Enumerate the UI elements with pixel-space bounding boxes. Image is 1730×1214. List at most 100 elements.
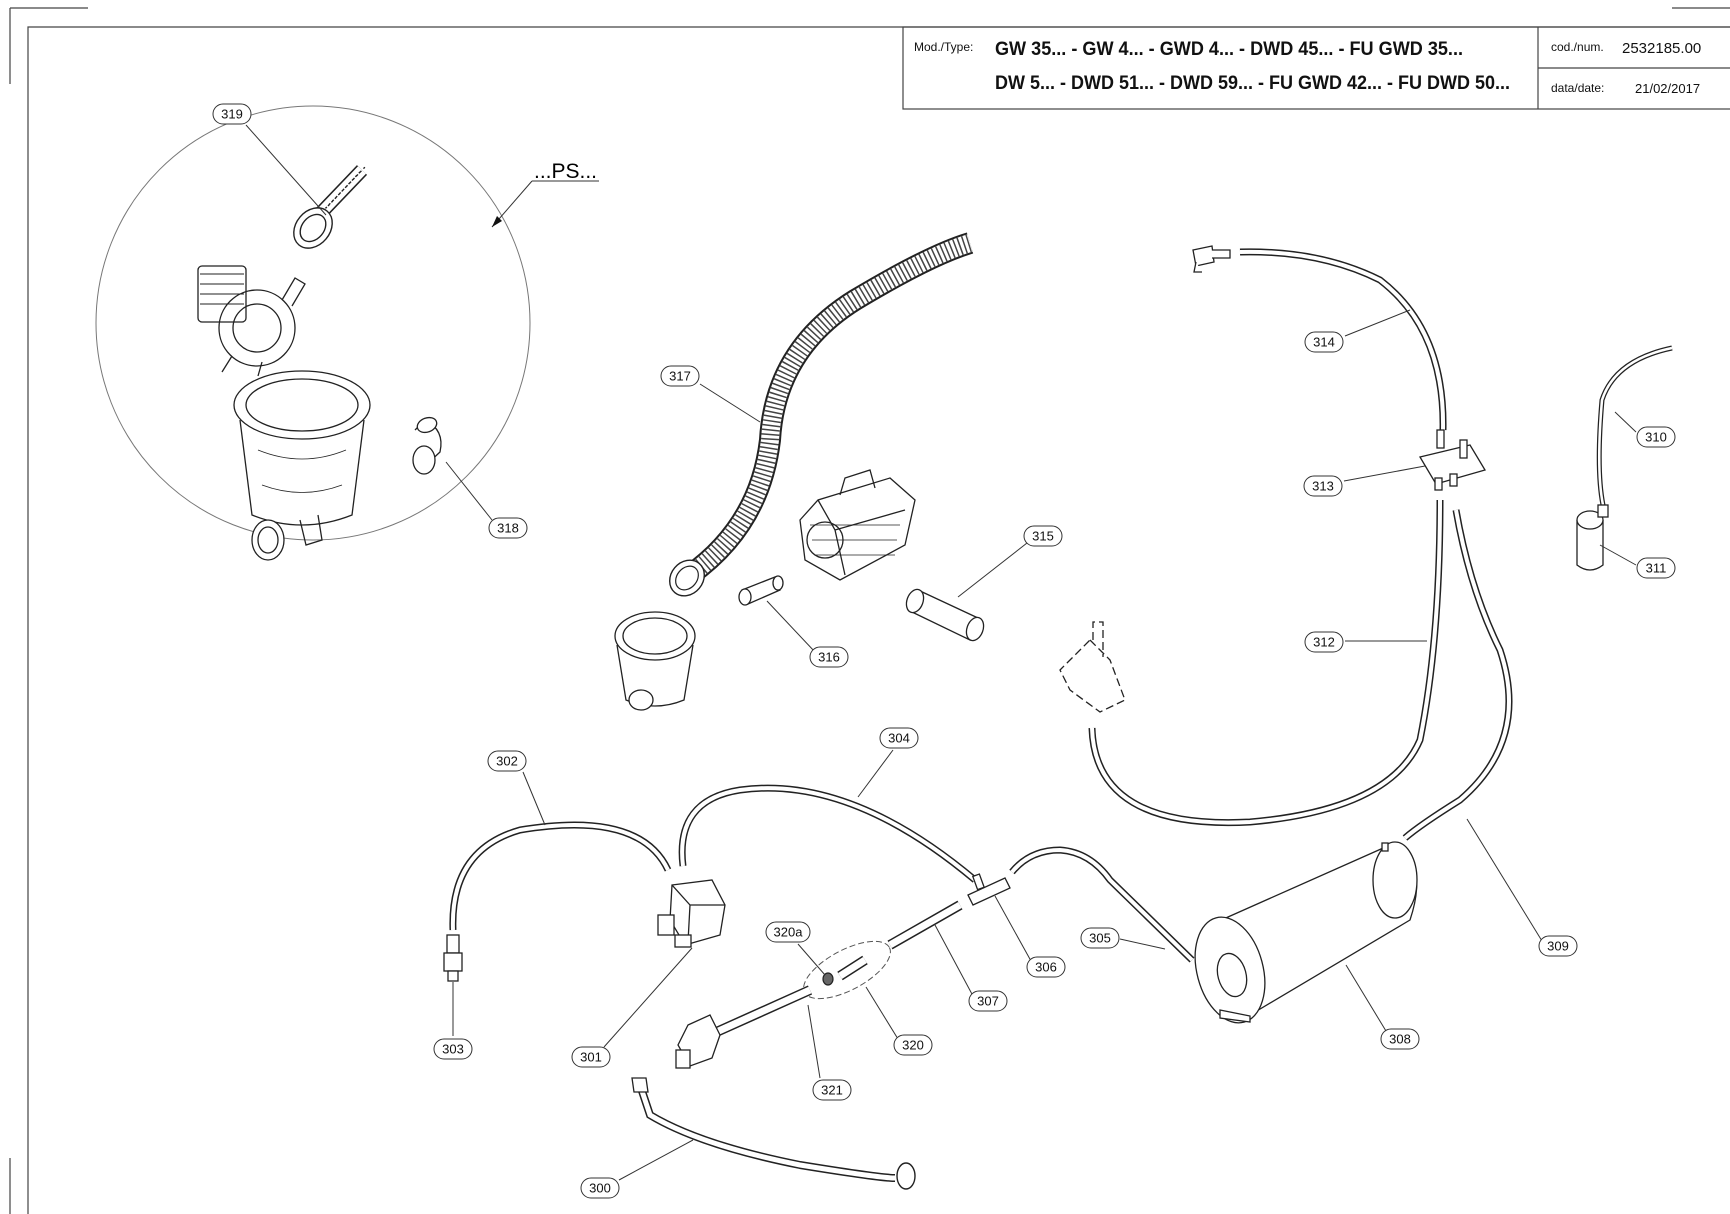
callout-313: 313 [1303,465,1426,497]
part-306-connector [967,873,1011,906]
leader-line [994,895,1032,962]
leader-line [618,1139,694,1181]
callout-310: 310 [1614,411,1676,448]
part-312-hose [1088,499,1444,827]
callout-304: 304 [857,727,919,798]
part-310-hose [1596,345,1673,506]
callout-bubble [571,1046,611,1068]
code-label: cod./num. [1551,40,1604,54]
leader-line [857,749,894,798]
callout-bubble [1023,525,1063,547]
callout-number: 302 [496,754,518,769]
part-300-inlet-hose [631,1077,916,1190]
callout-301: 301 [571,947,693,1068]
leader-line [1343,465,1426,482]
leader-line [957,542,1028,598]
leader-line [797,943,826,976]
callout-number: 307 [977,994,999,1009]
callout-number: 318 [497,521,519,536]
date-label: data/date: [1551,81,1604,95]
callout-318: 318 [445,461,528,539]
callout-number: 313 [1312,479,1334,494]
callout-bubble [433,1038,473,1060]
part-305-hose [1009,846,1195,963]
callout-number: 320 [902,1038,924,1053]
callout-bubble [1080,927,1120,949]
title-block: Mod./Type: GW 35... - GW 4... - GWD 4...… [902,26,1730,110]
detail-view-label: ...PS... [534,160,597,183]
part-302-hose [449,821,672,931]
callout-number: 308 [1389,1032,1411,1047]
callout-number: 315 [1032,529,1054,544]
part-inlet-valve [675,1014,721,1069]
leader-line [934,924,974,997]
leader-line [445,461,493,521]
part-valve-outline-dashed [1059,621,1126,713]
callout-number: 311 [1646,561,1667,576]
callout-302: 302 [487,750,546,826]
part-filter-housing-detail [233,370,371,561]
callout-number: 309 [1547,939,1569,954]
part-drain-pump-detail [197,265,306,377]
part-311-air-trap [1576,504,1609,571]
callout-308: 308 [1345,964,1420,1050]
callout-bubble [1380,1028,1420,1050]
leader-line [1614,411,1637,433]
callout-bubble [1636,426,1676,448]
callout-number: 304 [888,731,910,746]
mod-type-label: Mod./Type: [914,40,973,54]
sheet-frame [9,7,1730,1214]
callout-bubble [1636,557,1676,579]
callout-bubble [879,727,919,749]
part-307-tube [887,900,963,950]
callout-number: 319 [221,107,243,122]
callout-number: 303 [442,1042,464,1057]
callout-layer: 319 318 317 316 315 314 313 312 311 310 309 308 307 3… [212,103,1676,1199]
callout-bubble [212,103,252,125]
callout-316: 316 [766,600,849,668]
callout-bubble [487,750,527,772]
callout-309: 309 [1466,818,1578,957]
callout-320a: 320a [765,921,826,976]
leader-line [1345,964,1387,1032]
part-318-elbow [412,416,442,475]
leader-line [1119,938,1166,950]
part-321-tube [709,985,813,1039]
part-303-connector [443,934,463,982]
callout-321: 321 [807,1004,852,1101]
callout-bubble [893,1034,933,1056]
callout-bubble [1538,935,1578,957]
part-313-t-connector [1418,429,1486,491]
part-316-sleeve [738,575,784,606]
part-319-hose-sleeve [293,165,368,249]
callout-319: 319 [212,103,327,216]
callout-number: 301 [580,1050,602,1065]
detail-view-ps: ...PS... [95,105,599,541]
part-308-tank [1194,841,1418,1024]
callout-number: 306 [1035,960,1057,975]
callout-305: 305 [1080,927,1166,950]
callout-number: 314 [1313,335,1335,350]
part-301-valve [657,879,726,948]
leader-line [766,600,816,653]
callout-312: 312 [1304,631,1427,653]
leader-line [1466,818,1543,942]
callout-300: 300 [580,1139,694,1199]
callout-bubble [809,646,849,668]
callout-bubble [1026,956,1066,978]
part-320-tube-group [803,940,891,1000]
callout-314: 314 [1304,309,1411,353]
part-320a-restrictor [822,972,834,986]
leader-line [699,383,761,423]
callout-number: 320a [774,925,804,940]
callout-bubble [1304,631,1344,653]
callout-number: 310 [1645,430,1667,445]
callout-bubble [765,921,811,943]
callout-307: 307 [934,924,1008,1012]
callout-number: 317 [669,369,691,384]
leader-line [522,771,546,826]
leader-line [245,124,327,216]
part-pressure-switch-connector [1192,245,1231,273]
leader-line [807,1004,821,1079]
